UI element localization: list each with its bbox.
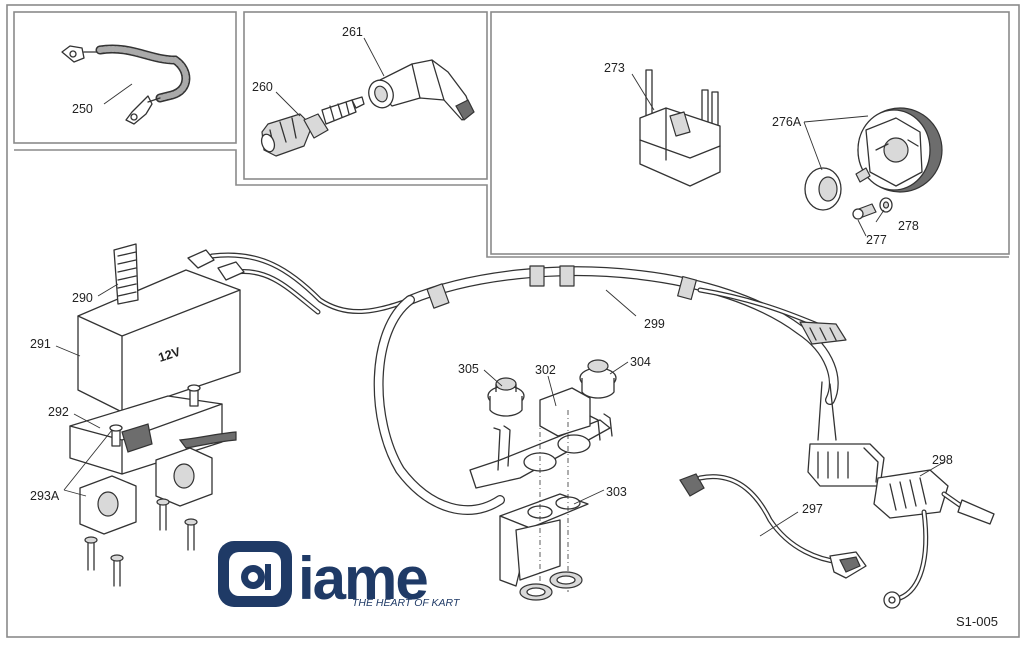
- outer-frame: [6, 4, 1020, 638]
- label-293a: 293A: [30, 489, 60, 503]
- label-278: 278: [898, 219, 919, 233]
- drawing-code: S1-005: [956, 614, 998, 629]
- harness-connector: [807, 443, 885, 487]
- label-291: 291: [30, 337, 51, 351]
- battery-291: 12V: [77, 269, 241, 413]
- battery-voltage-text: 12V: [157, 344, 183, 364]
- battery-strap-290: [113, 243, 139, 305]
- panel-ground-strap: [13, 11, 237, 144]
- mounting-bracket-303: [499, 410, 589, 601]
- logo-tagline: THE HEART OF KART: [352, 597, 461, 609]
- wiring-harness-299: [187, 249, 847, 515]
- ignition-module-273: [639, 69, 721, 187]
- label-260: 260: [252, 80, 273, 94]
- sensor-lead-297: [679, 473, 867, 579]
- battery-tray-292: [69, 384, 237, 475]
- clamps-293a: [79, 447, 213, 587]
- label-299: 299: [644, 317, 665, 331]
- part-labels: 250 261 260 273 276A 278 277 290 291 292…: [30, 25, 953, 516]
- label-305: 305: [458, 362, 479, 376]
- label-290: 290: [72, 291, 93, 305]
- panel-spark-plug: [243, 11, 488, 180]
- panel-main-border: [14, 149, 1009, 258]
- label-273: 273: [604, 61, 625, 75]
- panel-ignition: [490, 11, 1010, 255]
- spark-plug-260: [260, 96, 365, 157]
- label-302: 302: [535, 363, 556, 377]
- label-276a: 276A: [772, 115, 802, 129]
- panel-frames: [6, 4, 1020, 638]
- iame-logo: iame THE HEART OF KART: [218, 541, 461, 612]
- label-303: 303: [606, 485, 627, 499]
- spark-plug-cap-261: [368, 59, 475, 121]
- screw-washer-277-278: [852, 197, 893, 220]
- label-297: 297: [802, 502, 823, 516]
- flywheel-276a: [804, 107, 943, 211]
- label-250: 250: [72, 102, 93, 116]
- connector-298: [873, 469, 995, 609]
- label-298: 298: [932, 453, 953, 467]
- label-277: 277: [866, 233, 887, 247]
- switch-305: [487, 377, 525, 417]
- label-261: 261: [342, 25, 363, 39]
- ground-strap-250: [61, 44, 191, 125]
- logo-brand: iame: [298, 545, 427, 612]
- label-292: 292: [48, 405, 69, 419]
- leader-lines: [55, 37, 945, 537]
- switch-304: [579, 359, 617, 399]
- label-304: 304: [630, 355, 651, 369]
- switch-bracket-302: [469, 387, 613, 489]
